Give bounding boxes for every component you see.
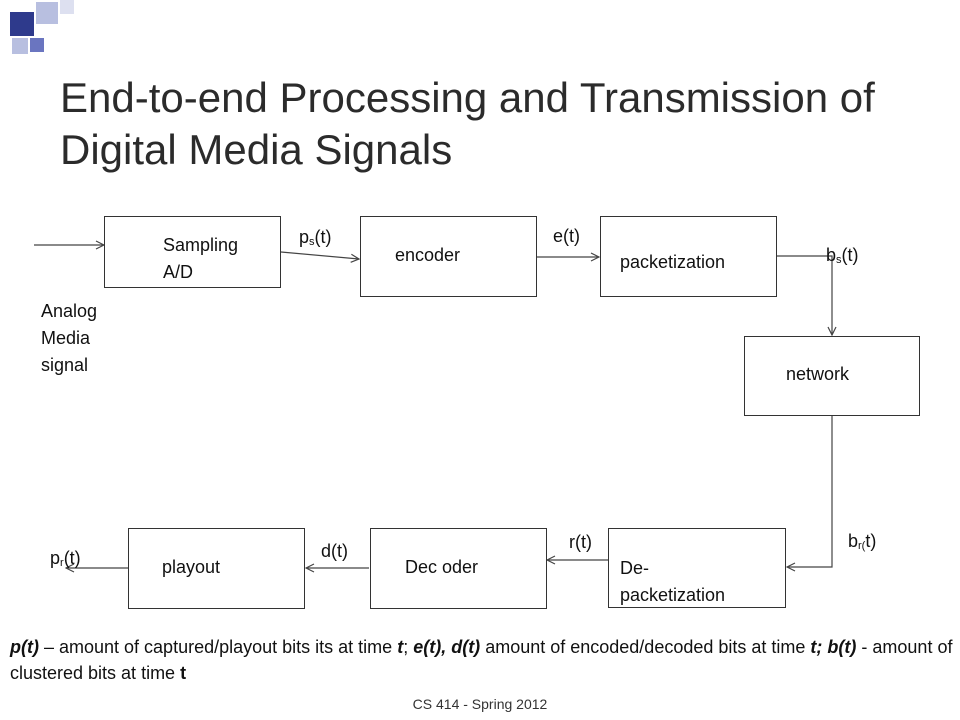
- signal-pr: pr(t): [50, 548, 81, 569]
- slide-footer: CS 414 - Spring 2012: [412, 696, 548, 712]
- signal-rt: r(t): [569, 532, 592, 552]
- playout-box: [128, 528, 305, 609]
- signal-bs: bs(t): [826, 245, 859, 266]
- input-label-line3: signal: [41, 355, 89, 375]
- arrow-sampling-encoder: [280, 251, 359, 259]
- sampling-label-line1: Sampling: [163, 235, 239, 255]
- depacketization-label-line1: De-: [620, 558, 650, 578]
- signal-et: e(t): [553, 226, 580, 246]
- input-label-line2: Media: [41, 328, 91, 348]
- encoder-box: [360, 216, 537, 297]
- deco-square-1: [10, 12, 34, 36]
- deco-square-3: [60, 0, 74, 14]
- arrow-network-depacketization: [787, 416, 833, 567]
- deco-square-4: [12, 38, 28, 54]
- depacketization-box: [608, 528, 786, 608]
- depacketization-label-line2: packetization: [620, 585, 726, 605]
- packetization-label: packetization: [620, 252, 726, 272]
- input-label-line1: Analog: [41, 301, 98, 321]
- decoder-box: [370, 528, 547, 609]
- deco-square-5: [30, 38, 44, 52]
- signal-br: br(t): [848, 531, 877, 552]
- arrow-packetization-network: [777, 255, 832, 335]
- decoder-label: Dec oder: [405, 557, 479, 577]
- sampling-label-line2: A/D: [163, 262, 194, 282]
- diagram-caption: p(t) – amount of captured/playout bits i…: [10, 637, 953, 683]
- deco-square-2: [36, 2, 58, 24]
- sampling-box: [104, 216, 281, 288]
- playout-label: playout: [162, 557, 221, 577]
- network-label: network: [786, 364, 850, 384]
- signal-ps: ps(t): [299, 227, 332, 248]
- signal-dt: d(t): [321, 541, 348, 561]
- network-box: [744, 336, 920, 416]
- encoder-label: encoder: [395, 245, 461, 265]
- packetization-box: [600, 216, 777, 297]
- slide-title: End-to-end Processing and Transmission o…: [60, 74, 875, 173]
